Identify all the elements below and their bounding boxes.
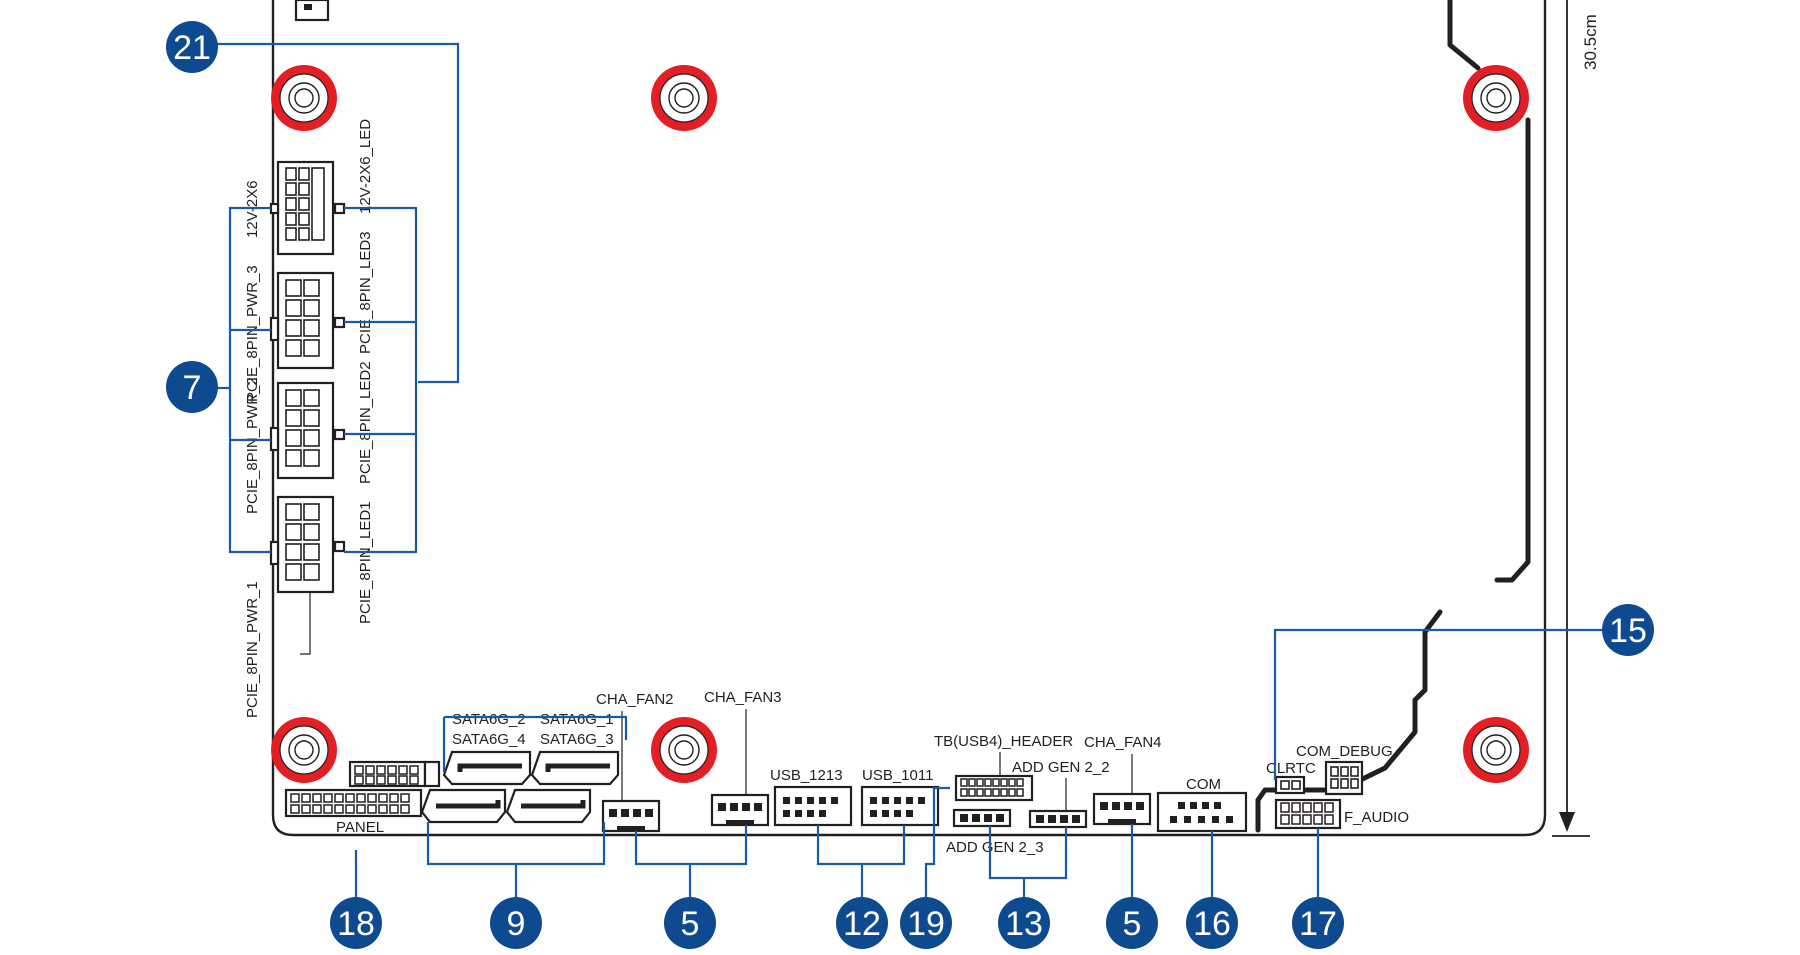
callout-badge-17: 17	[1292, 897, 1344, 949]
callout-badge-15: 15	[1602, 604, 1654, 656]
leader-lines	[210, 42, 1608, 900]
callout-badge-5-fans: 5	[664, 897, 716, 949]
dimension-label: 30.5cm	[1581, 14, 1600, 70]
svg-text:15: 15	[1609, 612, 1647, 650]
label-pcie-8pin-pwr-3: PCIE_8PIN_PWR_3	[244, 265, 261, 402]
connector-pcie-8pin-pwr-2	[269, 381, 346, 480]
callout-badge-13: 13	[998, 897, 1050, 949]
callout-badges: 21 7 15 18 9 5 12 19 13 5 16 17	[166, 21, 1654, 949]
callout-badge-18: 18	[330, 897, 382, 949]
mounting-holes	[271, 65, 1529, 783]
connector-usb-1011: USB_1011	[860, 767, 940, 827]
label-sata6g-3: SATA6G_3	[540, 731, 614, 748]
label-12v-2x6-led: 12V-2X6_LED	[357, 119, 374, 214]
mounting-hole-top-center	[651, 65, 717, 131]
svg-text:18: 18	[337, 905, 375, 943]
callout-badge-19: 19	[900, 897, 952, 949]
svg-text:9: 9	[507, 905, 526, 943]
board-traces	[1255, 0, 1531, 833]
connector-add-gen-2-2: ADD GEN 2_2	[1012, 759, 1110, 829]
connector-tb-usb4-header: TB(USB4)_HEADER	[934, 733, 1073, 802]
power-labels: 12V-2X6 PCIE_8PIN_PWR_3 PCIE_8PIN_PWR_2 …	[244, 119, 374, 718]
label-usb-1011: USB_1011	[862, 767, 933, 784]
mounting-hole-bottom-center	[651, 717, 717, 783]
callout-badge-9: 9	[490, 897, 542, 949]
label-sata6g-2: SATA6G_2	[452, 711, 526, 728]
label-cha-fan2: CHA_FAN2	[596, 691, 674, 708]
label-12v-2x6: 12V-2X6	[244, 180, 261, 238]
label-panel: PANEL	[336, 819, 384, 836]
label-pcie-8pin-led3: PCIE_8PIN_LED3	[357, 231, 374, 354]
label-sata6g-4: SATA6G_4	[452, 731, 526, 748]
label-pcie-8pin-led1: PCIE_8PIN_LED1	[357, 501, 374, 624]
connector-clrtc: CLRTC	[1266, 760, 1316, 795]
connector-12v-2x6	[269, 160, 346, 256]
mounting-hole-top-left	[271, 65, 337, 131]
connector-panel: PANEL	[284, 760, 441, 836]
mounting-hole-bottom-right	[1463, 717, 1529, 783]
svg-text:21: 21	[173, 29, 211, 67]
label-tb-usb4-header: TB(USB4)_HEADER	[934, 733, 1073, 750]
callout-badge-21: 21	[166, 21, 218, 73]
label-pcie-8pin-pwr-1: PCIE_8PIN_PWR_1	[244, 581, 261, 718]
connector-f-audio: F_AUDIO	[1274, 798, 1409, 830]
svg-text:5: 5	[681, 905, 700, 943]
mounting-hole-top-right	[1463, 65, 1529, 131]
label-add-gen-2-3: ADD GEN 2_3	[946, 839, 1044, 856]
svg-text:13: 13	[1005, 905, 1043, 943]
label-com: COM	[1186, 776, 1221, 793]
connector-usb-1213: USB_1213	[770, 767, 853, 827]
pointer-lines	[300, 592, 1133, 811]
dimension-text: 30.5cm	[1581, 14, 1600, 70]
label-clrtc: CLRTC	[1266, 760, 1316, 777]
connector-pcie-8pin-pwr-1	[269, 495, 346, 594]
label-com-debug: COM_DEBUG	[1296, 743, 1393, 760]
connector-cha-fan2: CHA_FAN2	[596, 691, 674, 833]
connector-com: COM	[1156, 776, 1248, 833]
svg-text:12: 12	[843, 905, 881, 943]
connector-cha-fan3: CHA_FAN3	[704, 689, 782, 827]
connector-add-gen-2-3: ADD GEN 2_3	[946, 808, 1044, 856]
board-outline	[271, 0, 1590, 837]
callout-badge-16: 16	[1186, 897, 1238, 949]
label-sata6g-1: SATA6G_1	[540, 711, 614, 728]
label-pcie-8pin-pwr-2: PCIE_8PIN_PWR_2	[244, 377, 261, 514]
connector-pcie-8pin-pwr-3	[269, 271, 346, 370]
svg-text:7: 7	[183, 369, 202, 407]
callout-badge-12: 12	[836, 897, 888, 949]
label-usb-1213: USB_1213	[770, 767, 843, 784]
connector-cha-fan4: CHA_FAN4	[1084, 734, 1162, 826]
label-cha-fan4: CHA_FAN4	[1084, 734, 1162, 751]
svg-text:17: 17	[1299, 905, 1337, 943]
mounting-hole-bottom-left	[271, 717, 337, 783]
callout-badge-5-fan4: 5	[1106, 897, 1158, 949]
svg-text:5: 5	[1123, 905, 1142, 943]
svg-text:19: 19	[907, 905, 945, 943]
label-f-audio: F_AUDIO	[1344, 809, 1409, 826]
label-cha-fan3: CHA_FAN3	[704, 689, 782, 706]
label-pcie-8pin-led2: PCIE_8PIN_LED2	[357, 361, 374, 484]
sata-connectors: SATA6G_2 SATA6G_1 SATA6G_4 SATA6G_3	[420, 711, 620, 824]
svg-text:16: 16	[1193, 905, 1231, 943]
label-add-gen-2-2: ADD GEN 2_2	[1012, 759, 1110, 776]
connector-com-debug: COM_DEBUG	[1296, 743, 1393, 796]
callout-badge-7: 7	[166, 361, 218, 413]
